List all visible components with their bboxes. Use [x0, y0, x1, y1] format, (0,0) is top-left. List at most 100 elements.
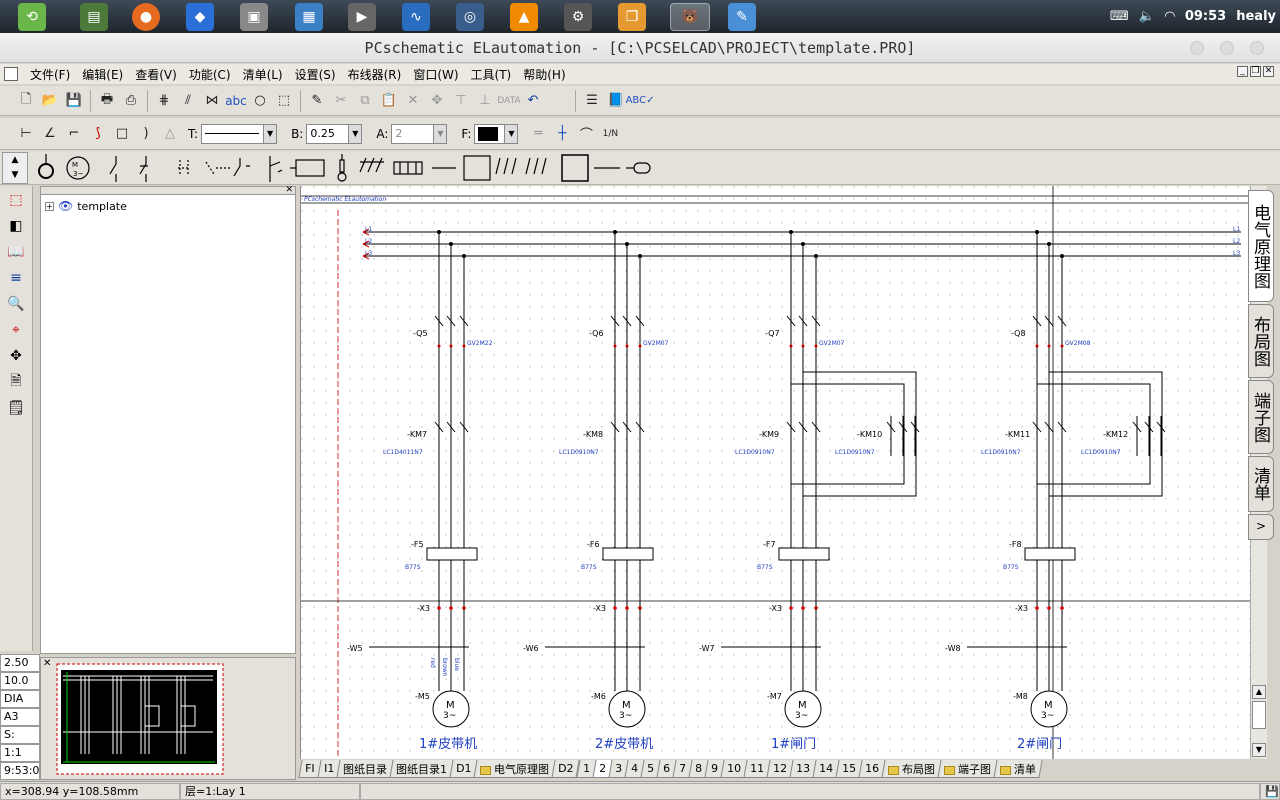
- page-tab-23[interactable]: 布局图: [881, 760, 942, 778]
- disk-icon[interactable]: ▣: [240, 3, 268, 31]
- half-arc-icon[interactable]: ): [143, 126, 149, 141]
- junction-icon[interactable]: ┼: [558, 126, 567, 141]
- book-icon[interactable]: 📘: [607, 93, 625, 108]
- info-scale[interactable]: 1:1: [0, 744, 40, 762]
- minimize-button[interactable]: [1190, 41, 1204, 55]
- page-icon[interactable]: 🗎: [10, 373, 22, 389]
- keyboard-icon[interactable]: ⌨: [1109, 9, 1129, 24]
- page-tab-25[interactable]: 清单: [993, 760, 1043, 778]
- select-icon[interactable]: ⬚: [9, 192, 23, 208]
- page-preview[interactable]: ✕: [40, 657, 296, 780]
- line-width-select[interactable]: 0.25▼: [306, 123, 363, 144]
- info-time[interactable]: 9:53:0: [0, 762, 40, 780]
- menu-help[interactable]: 帮助(H): [523, 67, 566, 82]
- undo-icon[interactable]: ↶: [527, 93, 539, 108]
- delete-icon[interactable]: ✕: [407, 93, 419, 108]
- angle-select[interactable]: 2▼: [391, 123, 448, 144]
- clock[interactable]: 09:53: [1184, 9, 1227, 24]
- tab-schematic[interactable]: 电气原理图: [1248, 190, 1274, 302]
- color-picker-icon[interactable]: ◆: [186, 3, 214, 31]
- print-setup-icon[interactable]: ⎙: [125, 93, 137, 108]
- menu-window[interactable]: 窗口(W): [413, 67, 459, 82]
- info-mode[interactable]: DIA: [0, 690, 40, 708]
- mdi-close-button[interactable]: ✕: [1263, 66, 1274, 77]
- scroll-up-button[interactable]: ▲: [1252, 685, 1266, 699]
- wifi-icon[interactable]: ◠: [1164, 9, 1175, 24]
- data-icon[interactable]: DATA: [497, 95, 521, 106]
- settings-icon[interactable]: ⚙: [564, 3, 592, 31]
- page-tab-2[interactable]: 图纸目录: [336, 760, 394, 778]
- move-icon[interactable]: ✥: [431, 93, 443, 108]
- tab-layout[interactable]: 布局图: [1248, 304, 1274, 378]
- image-viewer-icon[interactable]: ▦: [295, 3, 323, 31]
- spellcheck-icon[interactable]: ABC✓: [625, 95, 655, 106]
- scale-icon[interactable]: 1/N: [602, 128, 619, 139]
- page-tab-3[interactable]: 图纸目录1: [389, 760, 454, 778]
- info-scale-label[interactable]: S:: [0, 726, 40, 744]
- close-button[interactable]: [1250, 41, 1264, 55]
- search-icon[interactable]: ◎: [456, 3, 484, 31]
- tree-root-item[interactable]: template: [77, 199, 127, 213]
- cut-icon[interactable]: ✂: [335, 93, 347, 108]
- window-icon[interactable]: ❐: [618, 3, 646, 31]
- circle-icon[interactable]: ○: [254, 93, 266, 108]
- info-snap[interactable]: 10.0: [0, 672, 40, 690]
- save-icon[interactable]: 💾: [65, 93, 83, 108]
- menu-file[interactable]: 文件(F): [30, 67, 71, 82]
- equal-icon[interactable]: ═: [534, 126, 543, 141]
- menu-edit[interactable]: 编辑(E): [82, 67, 124, 82]
- bridge-icon[interactable]: ⌒: [579, 128, 593, 143]
- open-book-icon[interactable]: 📖: [7, 244, 25, 260]
- extract-icon[interactable]: ⊥: [479, 93, 491, 108]
- triangle-icon[interactable]: △: [165, 126, 175, 141]
- menu-functions[interactable]: 功能(C): [188, 67, 231, 82]
- vlc-icon[interactable]: ▲: [510, 3, 538, 31]
- info-grid[interactable]: 2.50: [0, 654, 40, 672]
- pen-icon[interactable]: ✎: [311, 93, 323, 108]
- open-icon[interactable]: 📂: [41, 93, 59, 108]
- paint-icon[interactable]: ✎: [728, 3, 756, 31]
- symbol-toolbar-arrows[interactable]: ▲▼: [2, 152, 28, 184]
- tree-close-icon[interactable]: ✕: [285, 185, 293, 195]
- line-ortho-icon[interactable]: ⊢: [20, 126, 32, 141]
- symbol-palette[interactable]: M3~: [30, 152, 960, 184]
- monitor-icon[interactable]: ∿: [402, 3, 430, 31]
- pcschematic-icon[interactable]: 🐻: [670, 3, 710, 31]
- align-icon[interactable]: ≡: [10, 270, 22, 286]
- menu-view[interactable]: 查看(V): [135, 67, 177, 82]
- media-icon[interactable]: ▶: [348, 3, 376, 31]
- firefox-icon[interactable]: ●: [132, 3, 160, 31]
- wire-mode-icon[interactable]: ⫽: [185, 93, 191, 108]
- page-tab-5[interactable]: 电气原理图: [473, 760, 556, 778]
- tree-expand-icon[interactable]: +: [45, 201, 54, 211]
- tab-lists[interactable]: 清单: [1248, 456, 1274, 512]
- zoom-icon[interactable]: 🔍: [7, 296, 25, 312]
- terminal-icon[interactable]: ▤: [80, 3, 108, 31]
- tab-terminal[interactable]: 端子图: [1248, 380, 1274, 454]
- line-angle-icon[interactable]: ∠: [44, 126, 56, 141]
- select-symbol-icon[interactable]: ⋕: [158, 93, 170, 108]
- new-icon[interactable]: 🗋: [20, 91, 32, 107]
- menu-tools[interactable]: 工具(T): [470, 67, 512, 82]
- save-status-icon[interactable]: 💾: [1260, 782, 1280, 800]
- scroll-thumb[interactable]: [1252, 701, 1266, 729]
- menu-lists[interactable]: 清单(L): [242, 67, 283, 82]
- area-select-icon[interactable]: ⬚: [277, 93, 291, 108]
- maximize-button[interactable]: [1220, 41, 1234, 55]
- mdi-minimize-button[interactable]: _: [1237, 66, 1248, 77]
- rectangle-icon[interactable]: □: [115, 126, 129, 141]
- pan-icon[interactable]: ✥: [10, 348, 22, 364]
- corner-icon[interactable]: ⌐: [68, 126, 80, 141]
- menu-router[interactable]: 布线器(R): [347, 67, 402, 82]
- user-name[interactable]: healy: [1236, 9, 1276, 24]
- scroll-down-button[interactable]: ▼: [1252, 743, 1266, 757]
- launcher-icon[interactable]: ⟲: [18, 3, 46, 31]
- text-icon[interactable]: abc: [225, 93, 247, 108]
- list-icon[interactable]: ☰: [586, 93, 598, 108]
- page-tab-24[interactable]: 端子图: [937, 760, 998, 778]
- preview-close-icon[interactable]: ✕: [43, 658, 52, 669]
- copy-icon[interactable]: ⧉: [360, 93, 370, 108]
- tab-more[interactable]: >: [1248, 514, 1274, 540]
